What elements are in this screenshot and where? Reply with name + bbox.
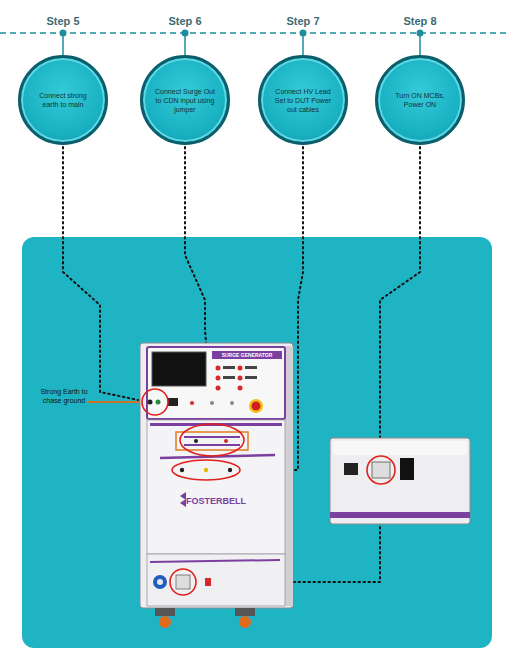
step-heading: Step 7 bbox=[241, 15, 365, 27]
step-text: Turn ON MCBs, Power ON bbox=[389, 91, 451, 109]
step-heading: Step 8 bbox=[358, 15, 482, 27]
timeline-stems bbox=[63, 33, 420, 56]
timeline bbox=[0, 32, 507, 34]
brand-logo: FOSTERBELL bbox=[186, 495, 256, 507]
earth-lead bbox=[88, 401, 146, 403]
callout-note: Strong Earth to chase ground bbox=[33, 387, 95, 405]
panel-title: SURGE GENERATOR bbox=[212, 351, 282, 359]
cdn-unit bbox=[330, 438, 470, 524]
step-circle: Step 7Connect HV Lead Set to DUT Power o… bbox=[258, 55, 348, 145]
highlight-rings bbox=[142, 389, 395, 595]
step-circle: Step 5Connect strong earth to main bbox=[18, 55, 108, 145]
step-heading: Step 6 bbox=[123, 15, 247, 27]
step-heading: Step 5 bbox=[1, 15, 125, 27]
step-text: Connect HV Lead Set to DUT Power out cab… bbox=[272, 87, 334, 114]
step-circle: Step 6Connect Surge Out to CDN input usi… bbox=[140, 55, 230, 145]
timeline-dots bbox=[60, 30, 424, 37]
surge-generator-cabinet bbox=[140, 343, 293, 628]
step-circle: Step 8Turn ON MCBs, Power ON bbox=[375, 55, 465, 145]
step-text: Connect Surge Out to CDN input using jum… bbox=[154, 87, 216, 114]
step-text: Connect strong earth to main bbox=[32, 91, 94, 109]
